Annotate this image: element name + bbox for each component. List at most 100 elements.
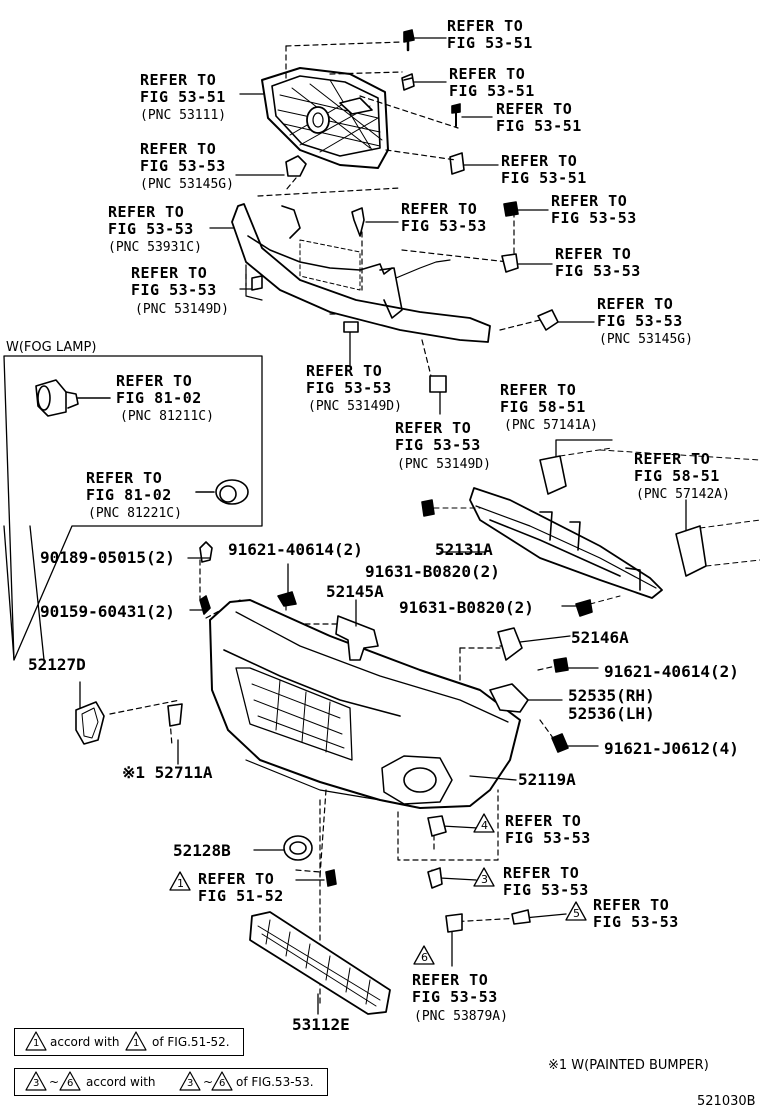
ref-r20-l2: FIG 51-52 [198,887,284,905]
note1-tri-a: 1 [33,1038,40,1049]
ref-r9-pnc: (PNC 53931C) [108,240,202,255]
ref-r2-l1: REFER TO [449,65,526,83]
ref-r21-l1: REFER TO [503,864,580,882]
leader-lines-top [209,37,687,535]
ref-r11-l1: REFER TO [131,264,208,282]
figure-code: 521030B [697,1094,756,1109]
ref-r3-l2: FIG 53-51 [140,88,226,106]
ref-r7-l1: REFER TO [401,200,478,218]
ref-r17-pnc: (PNC 81211C) [120,409,214,424]
note2-tilde: ~ [49,1075,60,1089]
ref-r9-l2: FIG 53-53 [108,220,194,238]
ref-r18-l2: FIG 81-02 [86,486,172,504]
ref-r12-l2: FIG 53-53 [597,312,683,330]
ref-r17-l1: REFER TO [116,372,193,390]
triangle-marker-4 [473,813,495,833]
ref-r5-l1: REFER TO [501,152,578,170]
ref-r10-l1: REFER TO [555,245,632,263]
triangle-5-num: 5 [573,907,580,920]
ref-r3-pnc: (PNC 53111) [140,108,227,123]
ref-r21-l2: FIG 53-53 [503,881,589,899]
ref-r8-l1: REFER TO [551,192,628,210]
part-52536: 52536(LH) [568,704,655,723]
ref-r13-pnc: (PNC 53149D) [308,399,402,414]
ref-r6-l2: FIG 53-53 [140,157,226,175]
triangle-1-num: 1 [177,877,184,890]
ref-r13-l2: FIG 53-53 [306,379,392,397]
ref-r7-l2: FIG 53-53 [401,217,487,235]
ref-r23-pnc: (PNC 53879A) [414,1009,508,1024]
ref-r4-l2: FIG 53-51 [496,117,582,135]
part-52145A: 52145A [326,582,384,601]
note1-post: of FIG.51-52. [152,1035,230,1049]
part-52146A: 52146A [571,628,629,647]
retainer-clips [251,155,559,393]
ref-r11-l2: FIG 53-53 [131,281,217,299]
lower-grille [249,911,391,1015]
ref-r19-l2: FIG 53-53 [505,829,591,847]
note2-tri-c: 3 [187,1078,194,1089]
part-52127D: 52127D [28,655,86,674]
ref-r11-pnc: (PNC 53149D) [135,302,229,317]
note-triangles [25,1031,233,1091]
ref-r23-l1: REFER TO [412,971,489,989]
triangle-3-num: 3 [481,873,488,886]
ref-r19-l1: REFER TO [505,812,582,830]
part-90159: 90159-60431(2) [40,602,175,621]
part-91621-a: 91621-40614(2) [228,540,363,559]
ref-r14-l1: REFER TO [500,381,577,399]
bumper-retainer-upper [231,203,491,343]
triangle-6-num: 6 [421,951,428,964]
ref-r6-pnc: (PNC 53145G) [140,177,234,192]
note-box-2 [14,1068,328,1096]
ref-r15-l2: FIG 53-53 [395,436,481,454]
triangle-markers [169,813,587,965]
note2-tri-a: 3 [33,1078,40,1089]
part-52711A: ※1 52711A [122,763,213,782]
triangle-marker-1 [169,871,191,891]
ref-r22-l2: FIG 53-53 [593,913,679,931]
note2-tri-b: 6 [67,1078,74,1089]
part-91621-b: 91621-40614(2) [604,662,739,681]
screws-lower [325,815,531,933]
bumper-reinforcement [421,447,760,617]
ref-r8-l2: FIG 53-53 [551,209,637,227]
radiator-grille [261,67,389,169]
ref-r22-l1: REFER TO [593,896,670,914]
note-box-1 [14,1028,244,1056]
ref-r18-l1: REFER TO [86,469,163,487]
ref-r23-l2: FIG 53-53 [412,988,498,1006]
ref-r16-pnc: (PNC 57142A) [636,487,730,502]
fog-lamp-box [3,355,263,661]
triangle-4-num: 4 [481,819,488,832]
painted-bumper-note: ※1 W(PAINTED BUMPER) [548,1058,709,1073]
triangle-marker-3 [473,867,495,887]
ref-r9-l1: REFER TO [108,203,185,221]
ref-r18-pnc: (PNC 81221C) [88,506,182,521]
part-91621-J: 91621-J0612(4) [604,739,739,758]
note2-tri-d: 6 [219,1078,226,1089]
fog-lamp-label: W(FOG LAMP) [6,340,97,355]
triangle-marker-6 [413,945,435,965]
ref-r1-l1: REFER TO [447,17,524,35]
ref-r13-l1: REFER TO [306,362,383,380]
ref-r10-l2: FIG 53-53 [555,262,641,280]
ref-r5-l2: FIG 53-51 [501,169,587,187]
ref-r14-l2: FIG 58-51 [500,398,586,416]
note1-tri-b: 1 [133,1038,140,1049]
